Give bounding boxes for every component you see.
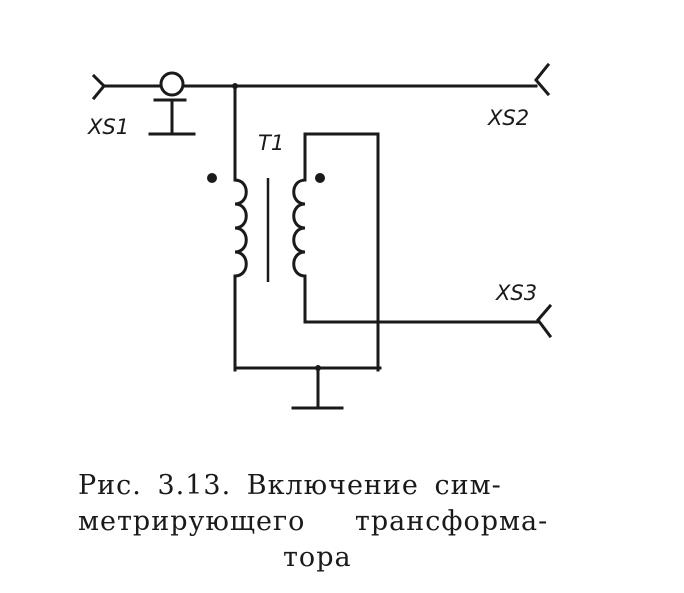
primary-winding bbox=[233, 178, 248, 282]
label-xs3: XS3 bbox=[495, 281, 537, 305]
ground-symbol bbox=[291, 366, 344, 410]
secondary-to-xs3-wire bbox=[303, 278, 540, 324]
secondary-top-loop bbox=[303, 132, 380, 372]
label-xs2: XS2 bbox=[487, 106, 529, 130]
label-t1: T1 bbox=[258, 131, 284, 155]
connector-xs3 bbox=[536, 303, 553, 339]
caption-line-3: тора bbox=[283, 542, 352, 573]
secondary-winding bbox=[292, 178, 307, 282]
coax-shield-symbol bbox=[148, 71, 196, 136]
connector-xs1 bbox=[91, 73, 162, 101]
secondary-polarity-dot bbox=[315, 173, 325, 183]
caption-line-2: метрирующего трансформа- bbox=[78, 506, 549, 537]
caption-line-1: Рис. 3.13. Включение сим- bbox=[78, 470, 502, 501]
figure-caption: Рис. 3.13. Включение сим- метрирующего т… bbox=[78, 468, 578, 576]
label-xs1: XS1 bbox=[87, 115, 129, 139]
primary-polarity-dot bbox=[207, 173, 217, 183]
connector-xs2 bbox=[534, 62, 551, 97]
